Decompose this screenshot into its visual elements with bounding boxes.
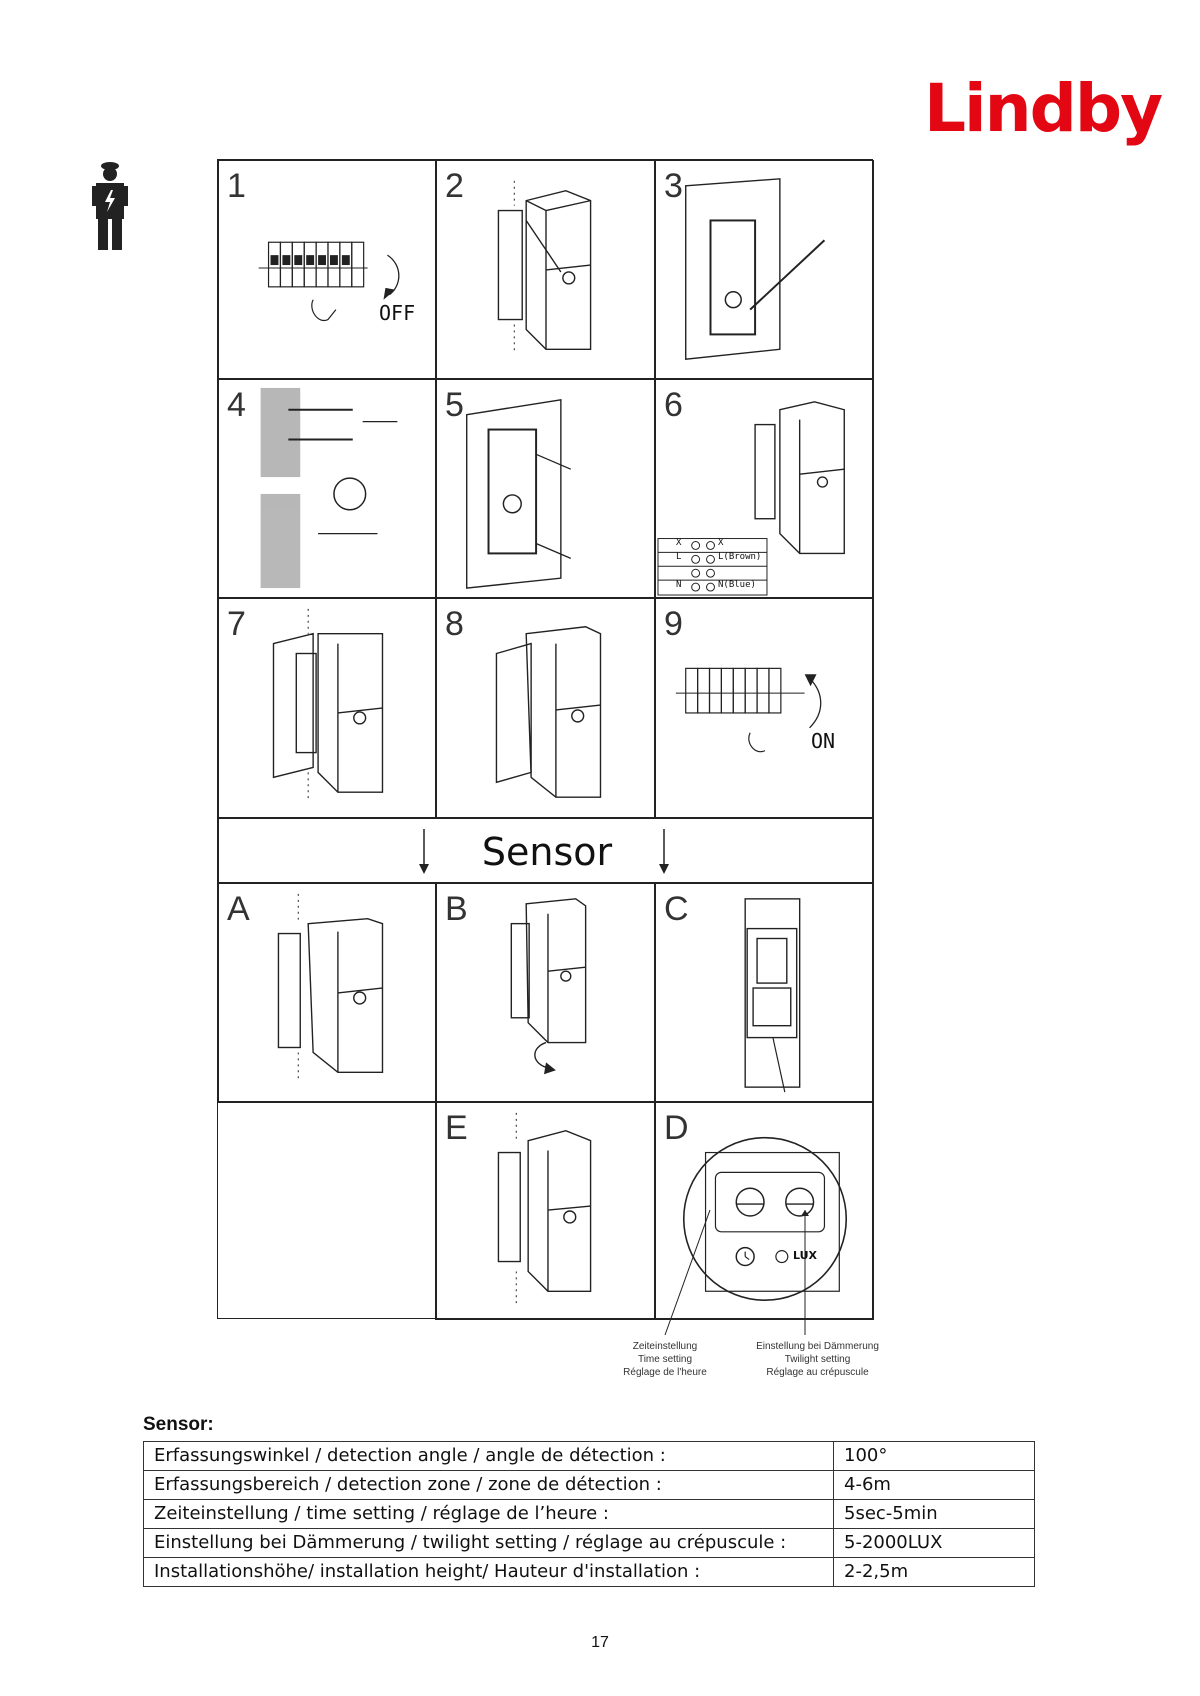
spec-label: Einstellung bei Dämmerung / twilight set…: [143, 1528, 834, 1558]
twilight-setting-callout: Einstellung bei Dämmerung Twilight setti…: [735, 1340, 900, 1379]
table-row: Installationshöhe/ installation height/ …: [143, 1557, 1035, 1587]
callout-line: Time setting: [637, 1354, 693, 1365]
callout-line: Zeiteinstellung: [632, 1341, 698, 1352]
attach-lamp-illustration: [272, 608, 384, 803]
wiring-live-wire: L(Brown): [718, 552, 762, 562]
sensor-step-a-panel: A: [218, 883, 436, 1102]
sensor-step-c-panel: C: [655, 883, 874, 1102]
spec-value: 2-2,5m: [833, 1557, 1035, 1587]
sensor-module-illustration: [744, 898, 801, 1093]
empty-panel: [218, 1102, 436, 1320]
page-number: 17: [591, 1634, 609, 1651]
callout-line: Réglage au crépuscule: [766, 1367, 869, 1378]
sensor-banner-row: Sensor: [218, 818, 874, 883]
fix-plate-illustration: [466, 399, 572, 589]
sensor-step-e-panel: E: [436, 1102, 655, 1320]
step-number: 1: [227, 167, 246, 205]
spec-value: 4-6m: [833, 1470, 1035, 1500]
step-number: 5: [445, 386, 464, 424]
step-letter: C: [664, 890, 689, 928]
table-row: Einstellung bei Dämmerung / twilight set…: [143, 1528, 1035, 1558]
spec-value: 100°: [833, 1441, 1035, 1471]
reinstall-lamp-illustration: [497, 1112, 592, 1307]
table-row: Erfassungswinkel / detection angle / ang…: [143, 1441, 1035, 1471]
step-3-panel: 3: [655, 160, 874, 379]
lamp-unscrew-illustration: [497, 180, 592, 355]
step-letter: B: [445, 890, 468, 928]
spec-value: 5sec-5min: [833, 1499, 1035, 1529]
step-number: 4: [227, 386, 246, 424]
step-number: 9: [664, 605, 683, 643]
drill-wall-illustration: [260, 387, 398, 589]
step-6-panel: 6 X X L L(Brown) N N(Blue): [655, 379, 874, 598]
table-row: Erfassungsbereich / detection zone / zon…: [143, 1470, 1035, 1500]
sensor-banner-title: Sensor: [481, 829, 613, 874]
step-letter: E: [445, 1109, 468, 1147]
sensor-step-b-panel: B: [436, 883, 655, 1102]
callout-line: Einstellung bei Dämmerung: [756, 1341, 879, 1352]
wiring-neutral-wire: N(Blue): [718, 580, 756, 590]
time-setting-callout: Zeiteinstellung Time setting Réglage de …: [610, 1340, 720, 1379]
on-label: ON: [811, 729, 836, 753]
sensor-step-d-panel: D LUX: [655, 1102, 874, 1320]
step-number: 3: [664, 167, 683, 205]
step-letter: D: [664, 1109, 689, 1147]
mounting-plate-illustration: [685, 178, 826, 360]
spec-label: Zeiteinstellung / time setting / réglage…: [143, 1499, 834, 1529]
step-number: 2: [445, 167, 464, 205]
step-number: 7: [227, 605, 246, 643]
wiring-x-right: X: [718, 538, 724, 548]
callout-line: Réglage de l'heure: [623, 1367, 707, 1378]
callout-lines: [664, 1210, 809, 1336]
breaker-off-illustration: [258, 241, 400, 322]
wiring-neutral-label: N: [676, 580, 682, 590]
wiring-illustration: [657, 401, 845, 596]
callout-line: Twilight setting: [784, 1354, 851, 1365]
brand-logo: Lindby: [924, 70, 1163, 147]
spec-label: Erfassungswinkel / detection angle / ang…: [143, 1441, 834, 1471]
callout-labels: Zeiteinstellung Time setting Réglage de …: [610, 1340, 900, 1400]
step-8-panel: 8: [436, 598, 655, 818]
spec-label: Erfassungsbereich / detection zone / zon…: [143, 1470, 834, 1500]
step-9-panel: 9 ON: [655, 598, 874, 818]
step-4-panel: 4: [218, 379, 436, 598]
sensor-spec-title: Sensor:: [143, 1414, 214, 1435]
step-1-panel: 1 OFF: [218, 160, 436, 379]
spec-label: Installationshöhe/ installation height/ …: [143, 1557, 834, 1587]
breaker-on-illustration: [675, 667, 822, 753]
step-7-panel: 7: [218, 598, 436, 818]
off-label: OFF: [379, 301, 416, 325]
step-number: 8: [445, 605, 464, 643]
step-2-panel: 2: [436, 160, 655, 379]
electrician-icon: [92, 162, 128, 250]
lamp-mounted-illustration: [495, 626, 602, 798]
down-arrow-left-icon: [419, 829, 669, 874]
instruction-grid: 1 OFF 2: [217, 159, 874, 1320]
wiring-x-left: X: [676, 538, 682, 548]
step-letter: A: [227, 890, 250, 928]
rotate-lamp-illustration: [510, 898, 587, 1075]
sensor-spec-table: Erfassungswinkel / detection angle / ang…: [143, 1441, 1035, 1587]
spec-value: 5-2000LUX: [833, 1528, 1035, 1558]
remove-lamp-illustration: [277, 893, 384, 1083]
table-row: Zeiteinstellung / time setting / réglage…: [143, 1499, 1035, 1529]
step-number: 6: [664, 386, 683, 424]
wiring-live-label: L: [676, 552, 682, 562]
step-5-panel: 5: [436, 379, 655, 598]
